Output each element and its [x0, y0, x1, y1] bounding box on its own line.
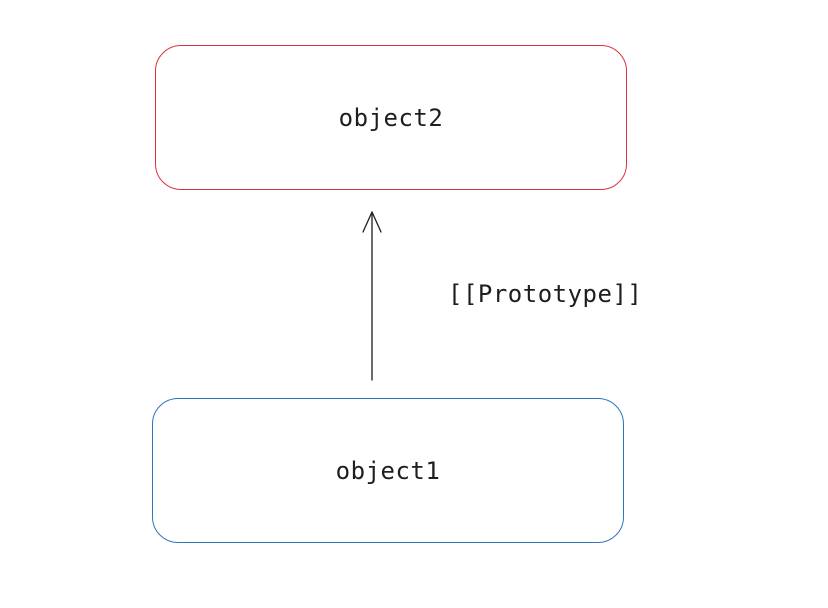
- object1-node: object1: [152, 398, 624, 543]
- object2-label: object2: [338, 103, 444, 132]
- object2-node: object2: [155, 45, 627, 190]
- prototype-edge-label: [[Prototype]]: [448, 280, 643, 308]
- prototype-arrowhead-icon: [362, 211, 382, 233]
- object1-label: object1: [335, 456, 441, 485]
